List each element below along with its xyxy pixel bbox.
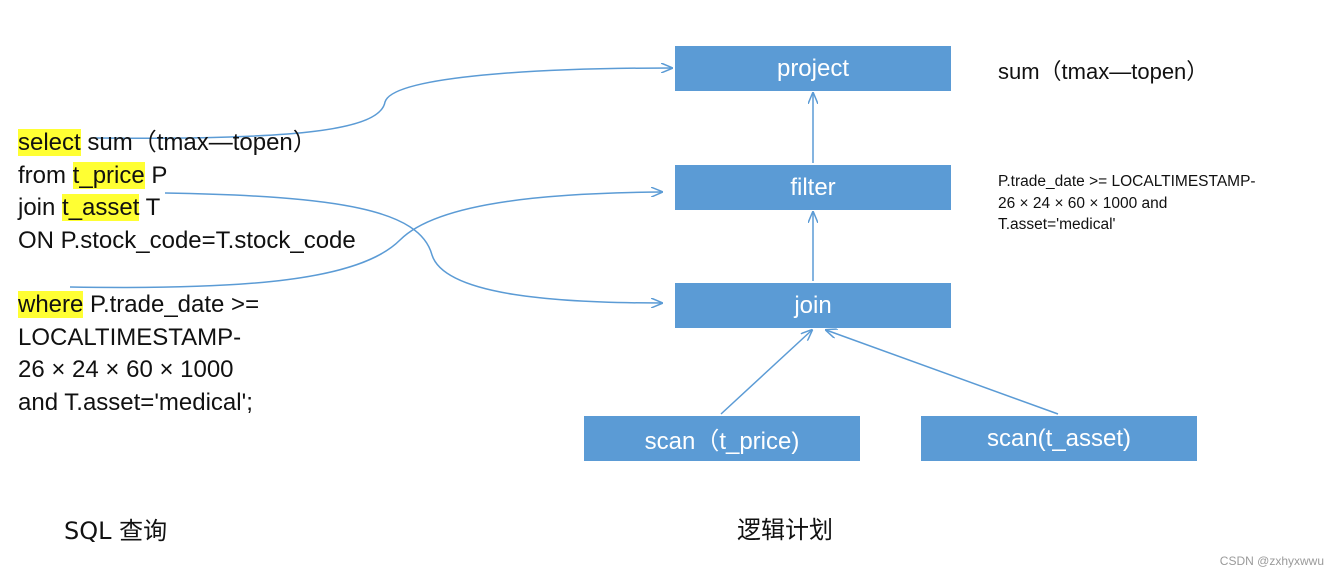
sql-line: ON P.stock_code=T.stock_code xyxy=(18,225,356,258)
sql-line: LOCALTIMESTAMP- xyxy=(18,322,356,355)
scan-price-node: scan（t_price) xyxy=(584,416,860,461)
sql-token: sum（tmax—topen） xyxy=(80,129,317,156)
sql-token: P xyxy=(144,161,168,189)
scan-price-to-join-arrow xyxy=(720,330,812,415)
sql-token: 26 × 24 × 60 × 1000 xyxy=(18,356,234,383)
sql-highlighted-token: where xyxy=(18,291,84,318)
project-annotation: sum（tmax—topen） xyxy=(998,59,1209,84)
plan-caption: 逻辑计划 xyxy=(737,516,833,544)
sql-token: and T.asset='medical'; xyxy=(18,388,253,416)
join-to-join-arrow xyxy=(164,192,662,303)
sql-line: 26 × 24 × 60 × 1000 xyxy=(18,354,356,387)
sql-token: P.trade_date >= xyxy=(83,291,260,318)
sql-token: from xyxy=(18,161,73,189)
sql-line: where P.trade_date >= xyxy=(18,289,356,322)
where-to-filter-arrow xyxy=(69,192,662,289)
sql-line: and T.asset='medical'; xyxy=(18,387,356,420)
sql-blank-line xyxy=(18,257,356,289)
sql-token: ON P.stock_code=T.stock_code xyxy=(18,226,356,254)
sql-highlighted-token: select xyxy=(18,129,81,156)
select-to-project-arrow xyxy=(94,68,672,139)
project-node: project xyxy=(675,46,951,91)
filter-annotation: P.trade_date >= LOCALTIMESTAMP- 26 × 24 … xyxy=(998,173,1256,233)
scan-asset-to-join-arrow xyxy=(826,330,1059,415)
scan-asset-node: scan(t_asset) xyxy=(921,416,1197,461)
sql-caption: SQL 查询 xyxy=(64,517,168,545)
join-node: join xyxy=(675,283,951,328)
sql-token: T xyxy=(139,194,161,221)
watermark: CSDN @zxhyxwwu xyxy=(1219,554,1324,568)
sql-token: join xyxy=(18,194,63,221)
filter-node: filter xyxy=(675,165,951,210)
sql-highlighted-token: t_asset xyxy=(62,194,140,221)
sql-line: select sum（tmax—topen） xyxy=(18,127,356,160)
sql-line: join t_asset T xyxy=(18,192,356,225)
sql-highlighted-token: t_price xyxy=(72,161,145,189)
sql-token: LOCALTIMESTAMP- xyxy=(18,323,242,351)
sql-line: from t_price P xyxy=(18,160,356,193)
